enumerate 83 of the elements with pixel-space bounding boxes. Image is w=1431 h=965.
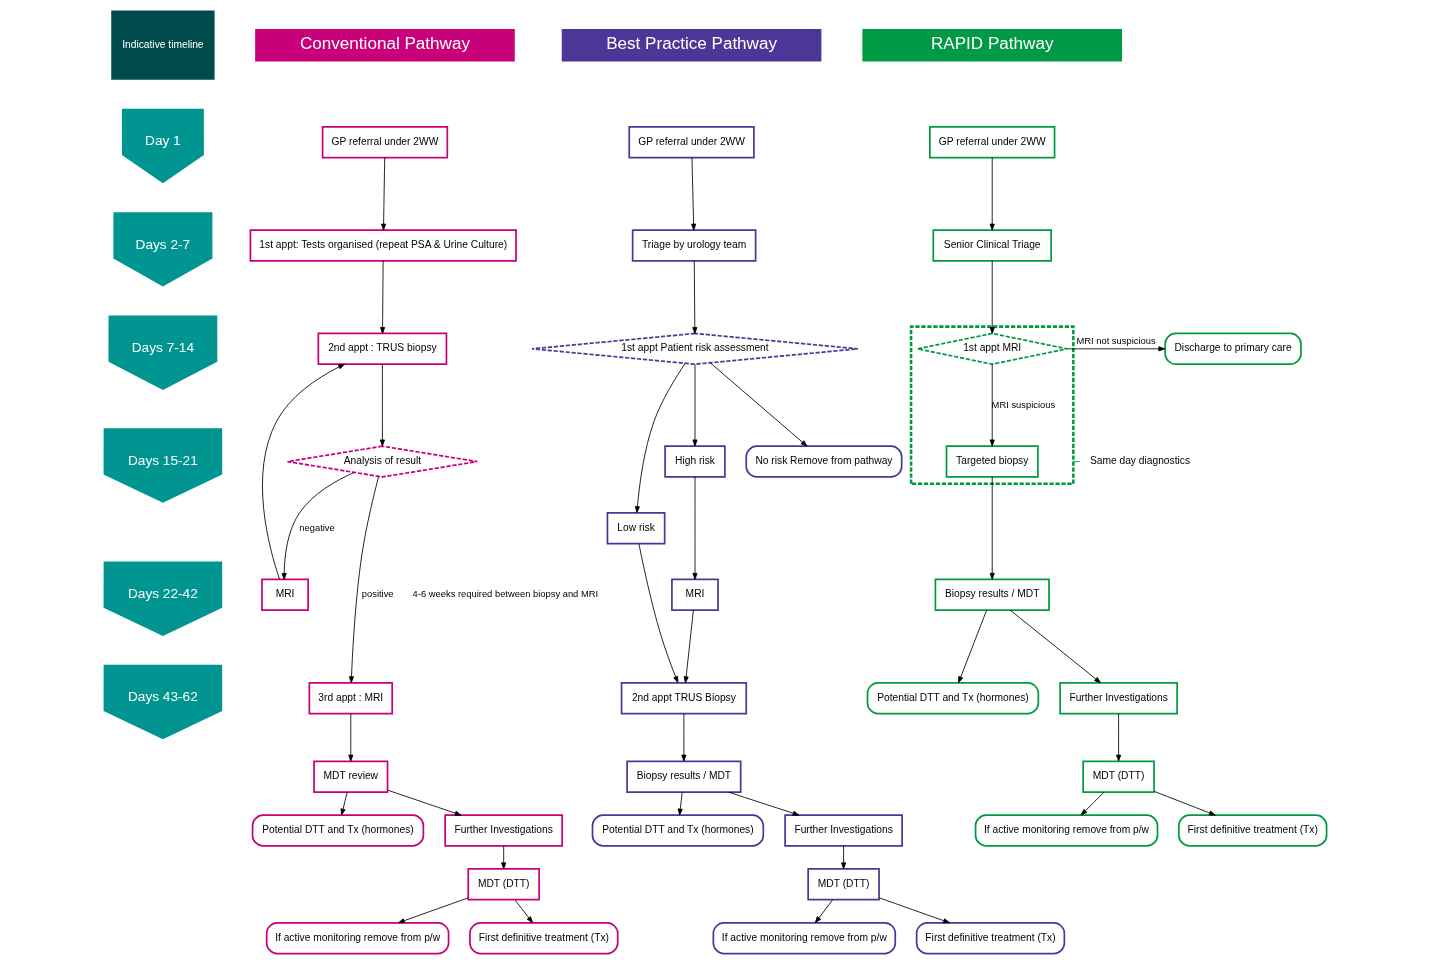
node-box: Low risk	[606, 511, 666, 545]
arrow	[709, 362, 808, 447]
node-box: First definitive treatment (Tx)	[469, 921, 619, 955]
node-box: Conventional Pathway	[255, 29, 515, 62]
node-box: Biopsy results / MDT	[626, 760, 742, 793]
arrow	[380, 260, 386, 334]
arrow	[677, 791, 683, 816]
arrow	[281, 472, 355, 580]
node-box: GP referral under 2WW	[321, 125, 449, 159]
node-box: Targeted biopsy	[945, 445, 1039, 478]
node-box: MDT (DTT)	[807, 868, 880, 901]
arrow	[638, 543, 679, 684]
arrow	[958, 609, 987, 684]
node-box: 1st appt: Tests organised (repeat PSA & Urine Culture)	[249, 229, 517, 262]
node-diamond: 1st appt Patient risk assessment	[531, 332, 859, 366]
node-box: MDT (DTT)	[1082, 760, 1155, 793]
node-box: If active monitoring remove from p/w	[265, 921, 450, 955]
arrow	[634, 363, 686, 513]
edge-label: positive	[361, 588, 394, 600]
node-text: Same day diagnostics	[1089, 455, 1191, 467]
arrow	[692, 364, 698, 447]
arrow	[340, 791, 348, 816]
node-box: Potential DTT and Tx (hormones)	[591, 814, 765, 847]
arrow	[692, 476, 698, 580]
arrow	[1080, 791, 1105, 816]
node-box: 2nd appt TRUS Biopsy	[620, 681, 748, 715]
node-box: Senior Clinical Triage	[932, 229, 1052, 262]
arrow	[381, 157, 387, 231]
node-box: Further Investigations	[444, 814, 564, 847]
arrow	[989, 476, 995, 580]
node-box: Triage by urology team	[631, 229, 757, 262]
arrow	[683, 609, 694, 684]
arrow	[989, 260, 995, 334]
arrow	[692, 260, 698, 334]
arrow	[379, 364, 385, 447]
node-box: Further Investigations	[1059, 681, 1178, 715]
node-box: Indicative timeline	[111, 10, 215, 80]
node-box: 2nd appt : TRUS biopsy	[317, 332, 448, 366]
node-box: If active monitoring remove from p/w	[974, 814, 1159, 847]
node-box: First definitive treatment (Tx)	[1177, 814, 1328, 847]
arrow	[728, 791, 800, 816]
node-diamond: Analysis of result	[286, 445, 479, 478]
node-box: High risk	[664, 445, 726, 478]
node-box: MRI	[671, 578, 719, 612]
arrow	[989, 157, 995, 231]
arrow	[841, 845, 847, 870]
node-box: MDT (DTT)	[467, 868, 540, 901]
arrow	[501, 845, 507, 870]
arrow	[398, 897, 469, 924]
node-box: RAPID Pathway	[862, 29, 1123, 62]
node-box: Discharge to primary care	[1164, 332, 1302, 366]
node-box: Potential DTT and Tx (hormones)	[866, 681, 1040, 715]
node-box: First definitive treatment (Tx)	[915, 921, 1066, 955]
edge-label: MRI not suspicious	[1076, 334, 1156, 346]
node-diamond: 1st appt MRI	[916, 332, 1068, 366]
arrow	[1153, 791, 1216, 816]
node-box: Potential DTT and Tx (hormones)	[251, 814, 425, 847]
edge-label: negative	[299, 521, 335, 533]
node-box: Further Investigations	[784, 814, 903, 847]
arrow	[1116, 713, 1122, 762]
node-box: MDT review	[313, 760, 389, 793]
node-box: 3rd appt : MRI	[308, 681, 394, 715]
arrow	[387, 789, 462, 816]
node-box: If active monitoring remove from p/w	[712, 921, 897, 955]
arrow	[514, 899, 533, 924]
node-box: No risk Remove from pathway	[745, 445, 903, 478]
label: 4-6 weeks required between biopsy and MRI	[412, 588, 599, 600]
arrow	[681, 713, 687, 762]
arrow	[814, 899, 833, 924]
arrow	[691, 157, 697, 231]
arrow	[348, 475, 380, 684]
node-box: MRI	[261, 578, 309, 612]
connector	[1072, 461, 1081, 462]
arrow	[878, 897, 950, 924]
node-box: Biopsy results / MDT	[934, 578, 1050, 612]
arrow	[1009, 609, 1101, 684]
arrow	[989, 364, 995, 447]
node-box: Best Practice Pathway	[561, 29, 822, 62]
arrow	[262, 363, 345, 580]
node-box: GP referral under 2WW	[929, 125, 1056, 159]
arrow	[348, 713, 354, 762]
node-box: GP referral under 2WW	[628, 125, 755, 159]
arrow	[1066, 346, 1166, 352]
